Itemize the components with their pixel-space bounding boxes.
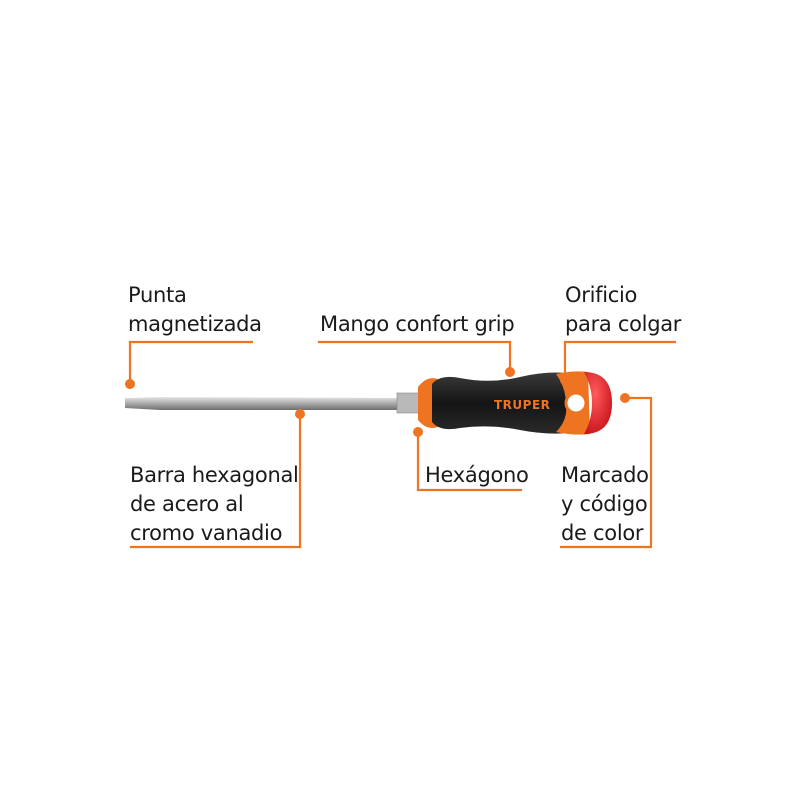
label-bar-line1: Barra hexagonal — [130, 463, 299, 487]
label-grip: Mango confort grip — [320, 312, 514, 336]
shaft — [125, 397, 400, 410]
handle-body — [432, 372, 580, 434]
marker-dot — [505, 367, 515, 377]
label-hole-line2: para colgar — [565, 312, 682, 336]
callout-marking: Marcado y código de color — [560, 393, 653, 549]
label-bar-line3: cromo vanadio — [130, 521, 282, 545]
label-marking-line1: Marcado — [561, 463, 649, 487]
marker-dot — [125, 379, 135, 389]
callout-tip: Punta magnetizada — [125, 283, 262, 389]
callout-hex: Hexágono — [413, 427, 529, 492]
leader-line — [128, 340, 253, 384]
leader-line — [563, 340, 676, 380]
callout-hole: Orificio para colgar — [560, 283, 682, 385]
label-tip-line1: Punta — [128, 283, 187, 307]
callout-bar: Barra hexagonal de acero al cromo vanadi… — [130, 409, 305, 549]
label-marking-line2: y código — [561, 492, 647, 516]
screwdriver-image: TRUPER — [125, 371, 612, 435]
callout-grip: Mango confort grip — [318, 312, 515, 377]
handle-red-cap — [584, 372, 612, 434]
label-hex: Hexágono — [425, 463, 529, 487]
leader-line — [416, 432, 522, 492]
marker-dot — [560, 375, 570, 385]
brand-logo: TRUPER — [494, 398, 550, 412]
label-hole-line1: Orificio — [565, 283, 637, 307]
label-tip-line2: magnetizada — [128, 312, 262, 336]
hanging-hole — [564, 391, 588, 415]
leader-line — [318, 340, 512, 372]
leader-line — [560, 396, 653, 549]
label-bar-line2: de acero al — [130, 492, 243, 516]
hex-collar — [396, 392, 420, 414]
label-marking-line3: de color — [561, 521, 644, 545]
leader-line — [130, 414, 302, 549]
